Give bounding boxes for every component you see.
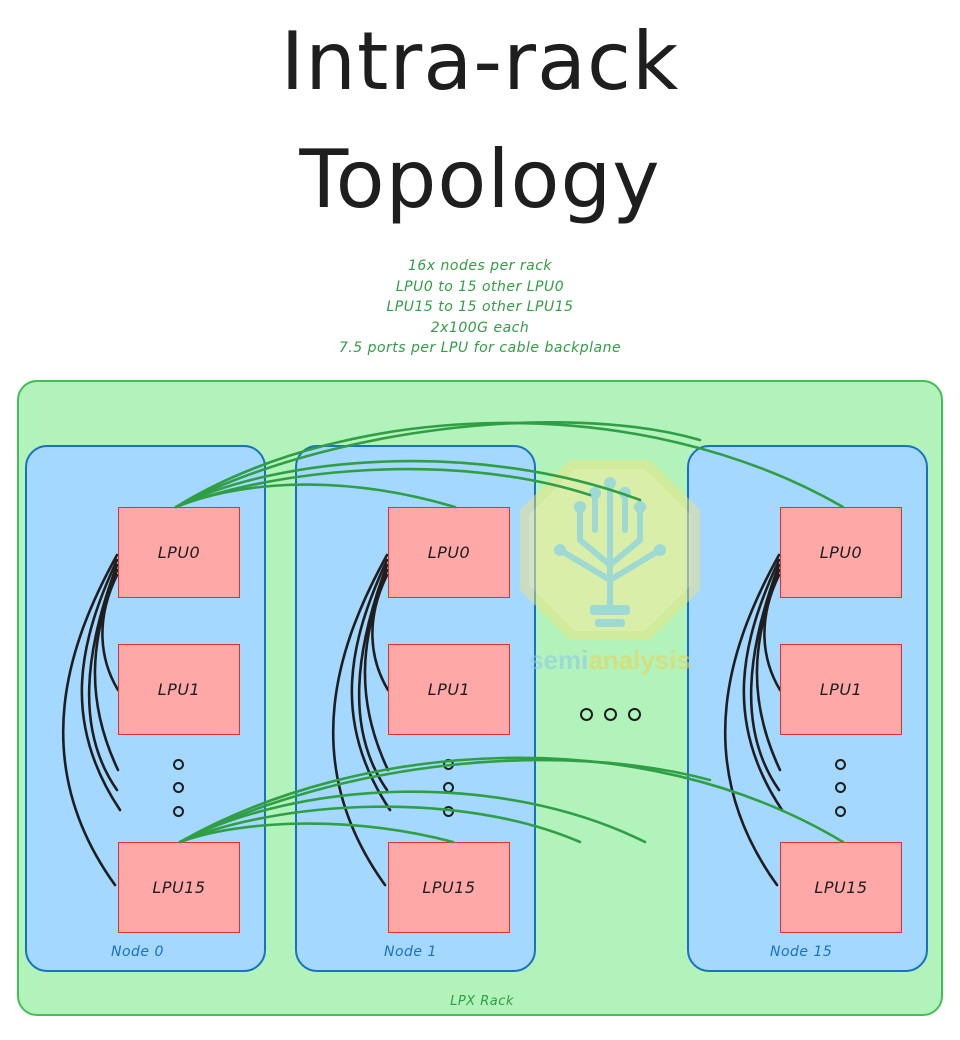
watermark-text: semianalysis: [529, 645, 691, 675]
node-0-lpu15: LPU15: [118, 842, 240, 933]
node-1-label: Node 1: [384, 944, 437, 960]
node-1-lpu15: LPU15: [388, 842, 510, 933]
node-0-label: Node 0: [111, 944, 164, 960]
node-15-ellipsis-dot: [835, 782, 846, 793]
title-line-2: Topology: [299, 133, 661, 226]
node-15-ellipsis-dot: [835, 759, 846, 770]
node-15-lpu1: LPU1: [780, 644, 902, 735]
node-15-label: Node 15: [770, 944, 833, 960]
node-0-lpu1: LPU1: [118, 644, 240, 735]
node-0-ellipsis-dot: [173, 806, 184, 817]
note-lpu0-links: LPU0 to 15 other LPU0: [395, 278, 565, 295]
node-15-ellipsis-dot: [835, 806, 846, 817]
note-ports-per-lpu: 7.5 ports per LPU for cable backplane: [338, 340, 622, 356]
node-15-lpu0: LPU0: [780, 507, 902, 598]
note-lpu15-links: LPU15 to 15 other LPU15: [386, 299, 574, 315]
nodes-ellipsis-dot: [628, 708, 641, 721]
node-1-lpu1: LPU1: [388, 644, 510, 735]
nodes-ellipsis-dot: [604, 708, 617, 721]
nodes-ellipsis-dot: [580, 708, 593, 721]
note-bandwidth: 2x100G each: [430, 319, 530, 336]
node-0-lpu0: LPU0: [118, 507, 240, 598]
notes: 16x nodes per rack LPU0 to 15 other LPU0…: [0, 256, 960, 359]
title-line-1: Intra-rack: [280, 15, 680, 108]
semianalysis-logo: semianalysis: [515, 455, 705, 685]
rack-label: LPX Rack: [450, 994, 514, 1009]
node-0-ellipsis-dot: [173, 782, 184, 793]
node-0-ellipsis-dot: [173, 759, 184, 770]
note-nodes-per-rack: 16x nodes per rack: [407, 258, 553, 274]
node-1-lpu0: LPU0: [388, 507, 510, 598]
node-15-lpu15: LPU15: [780, 842, 902, 933]
